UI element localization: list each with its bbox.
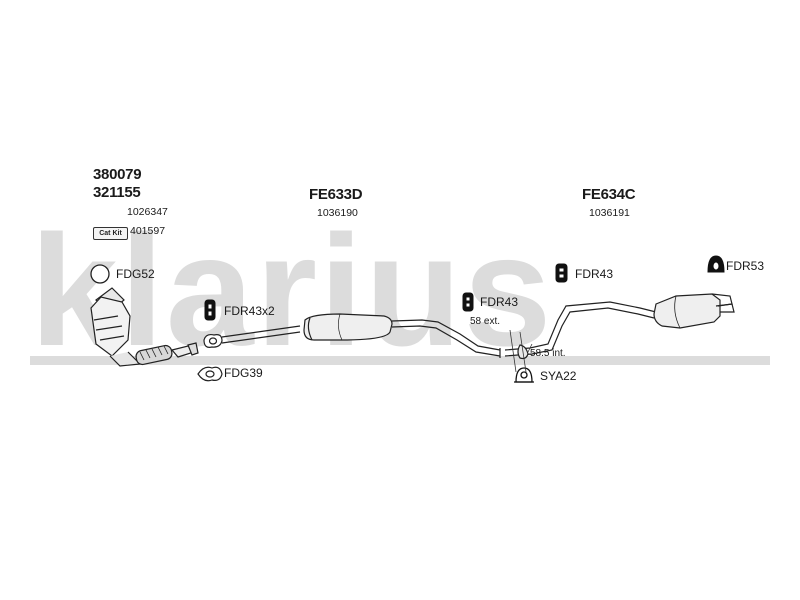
label-fdg39: FDG39 [224, 366, 263, 380]
code-321155: 321155 [93, 184, 141, 201]
note-58-5-int: 58.5 int. [530, 348, 566, 359]
label-fdr43x2: FDR43x2 [224, 304, 275, 318]
clamp-sya22-icon [514, 367, 534, 383]
hanger-fdr43-b-icon [555, 263, 568, 283]
watermark-underline [30, 356, 770, 365]
front-flange-part [203, 333, 223, 348]
centre-silencer-part [221, 313, 501, 358]
number-1026347: 1026347 [127, 206, 168, 218]
rear-silencer-part [504, 293, 735, 360]
label-sya22: SYA22 [540, 369, 577, 383]
label-fdr53: FDR53 [726, 259, 765, 273]
gasket-fdg39-icon [197, 366, 223, 382]
code-fe634c: FE634C [582, 186, 636, 203]
hanger-fdr43x2-icon [204, 299, 216, 321]
code-380079: 380079 [93, 166, 142, 183]
hanger-fdr43-a-icon [462, 292, 474, 312]
hanger-fdr53-icon [707, 255, 725, 273]
gasket-fdg52-icon [90, 264, 110, 284]
number-1036190: 1036190 [317, 207, 358, 219]
label-fdr43-a: FDR43 [480, 295, 519, 309]
code-fe633d: FE633D [309, 186, 363, 203]
number-1036191: 1036191 [589, 207, 630, 219]
catalytic-converter-part [90, 287, 199, 367]
label-fdr43-b: FDR43 [575, 267, 614, 281]
label-fdg52: FDG52 [116, 267, 155, 281]
dimension-lines [509, 329, 533, 373]
note-58-ext: 58 ext. [470, 316, 501, 327]
cat-kit-badge: Cat Kit [93, 227, 128, 240]
number-401597: 401597 [130, 225, 166, 237]
